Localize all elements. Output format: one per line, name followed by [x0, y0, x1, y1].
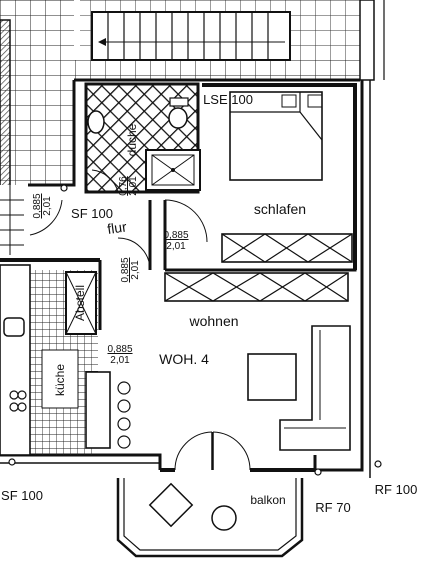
window-code-lse-bed: LSE 100	[203, 92, 253, 107]
room-label-bath: duche	[125, 123, 139, 156]
dim-hall-right-height: 2,01	[130, 260, 141, 280]
left-exterior	[0, 185, 28, 255]
dim-hall-left: 0,885 2,01	[32, 193, 53, 218]
dim-bath-height: 2,01	[128, 176, 139, 196]
dim-hall-left-height: 2,01	[42, 196, 53, 216]
dim-bedroom-width: 0,885	[163, 230, 188, 241]
dim-kitchen-width: 0,885	[107, 344, 132, 355]
room-label-hall: flur	[106, 218, 128, 237]
room-label-storage: Abstell	[73, 285, 87, 321]
walls	[0, 78, 371, 478]
wardrobe	[164, 272, 349, 302]
bedroom	[221, 91, 353, 263]
dim-kitchen-height: 2,01	[110, 355, 130, 366]
room-label-kitchen: küche	[53, 364, 67, 396]
dim-bath: 0,76 2,01	[118, 176, 139, 196]
room-label-living: wohnen	[188, 313, 238, 329]
bathroom	[84, 82, 201, 194]
window-code-sf-bottom: SF 100	[1, 488, 43, 503]
dim-kitchen: 0,885 2,01	[107, 344, 132, 366]
dim-bedroom-height: 2,01	[166, 241, 186, 252]
dim-hall-right: 0,885 2,01	[120, 257, 141, 282]
kitchen	[0, 264, 111, 456]
unit-label: WOH. 4	[159, 351, 209, 367]
window-markers	[8, 184, 382, 476]
dim-hall-right-width: 0,885	[120, 257, 131, 282]
window-code-rf-balcony: RF 70	[315, 500, 350, 515]
room-label-balcony: balkon	[250, 493, 285, 507]
window-code-sf-hall: SF 100	[71, 206, 113, 221]
dim-bedroom: 0,885 2,01	[163, 230, 188, 252]
room-label-bedroom: schlafen	[254, 201, 306, 217]
staircase	[91, 11, 291, 61]
balcony	[116, 478, 304, 558]
living-furniture	[117, 325, 351, 451]
dim-hall-left-width: 0,885	[32, 193, 43, 218]
hall	[29, 199, 208, 271]
dim-bath-width: 0,76	[118, 176, 129, 196]
balcony-door	[174, 431, 251, 471]
window-code-rf-right: RF 100	[375, 482, 418, 497]
